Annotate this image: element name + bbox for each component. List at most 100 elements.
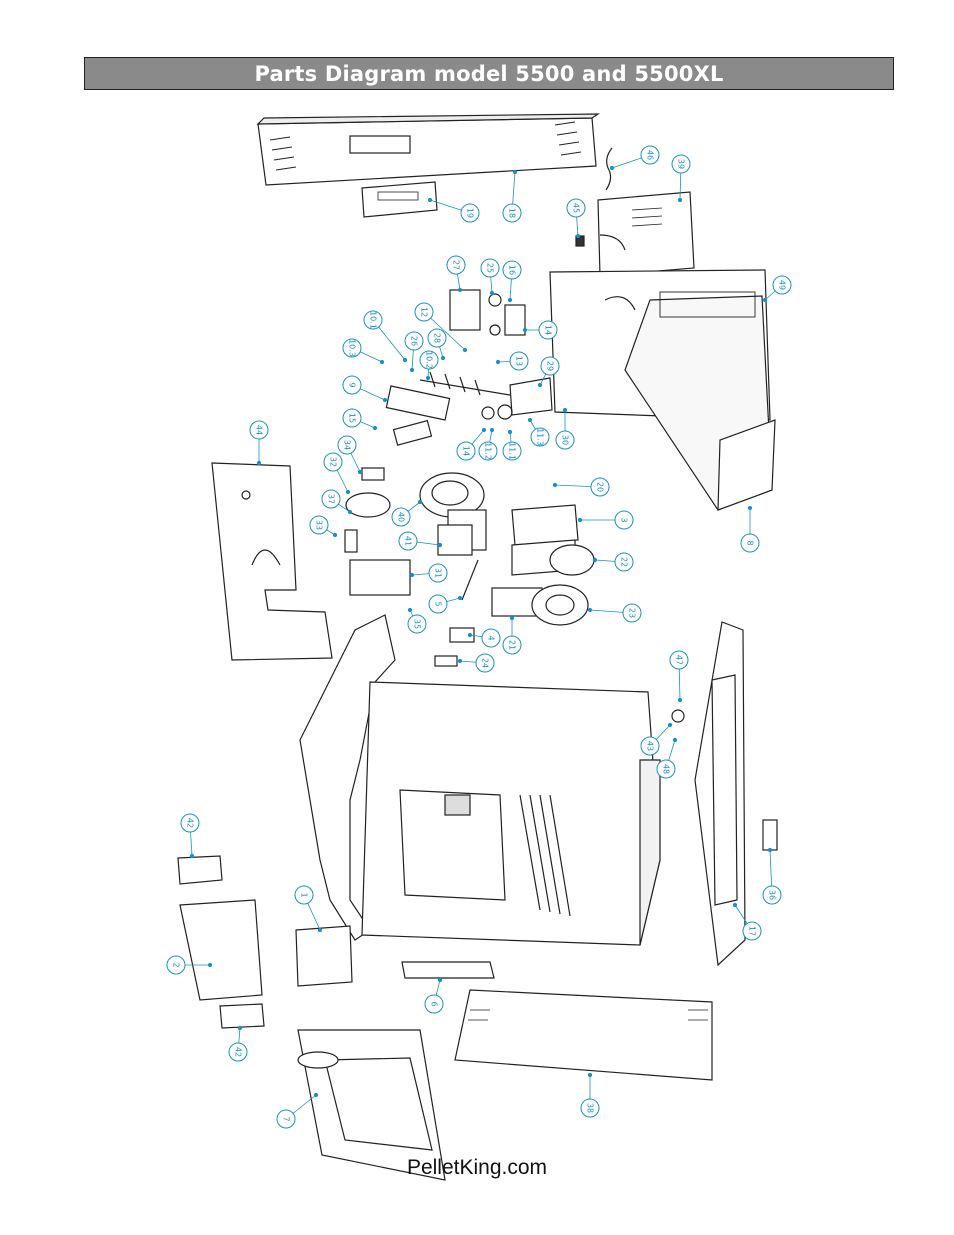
callout-arrowhead [522, 327, 528, 333]
callout-label: 37 [327, 494, 336, 504]
callout-arrowhead [207, 962, 213, 968]
callout-label: 8 [746, 540, 755, 545]
callout-label: 4 [487, 635, 496, 640]
callout-arrowhead [382, 397, 388, 403]
callout-arrowhead [587, 1072, 593, 1078]
callout-label: 9 [348, 382, 357, 387]
callout-circle [762, 885, 782, 905]
callout-label: 43 [646, 741, 655, 751]
control-board-part [361, 181, 438, 218]
hinge-part [671, 709, 685, 723]
door-frame-part [694, 621, 746, 967]
callout-label: 35 [413, 619, 422, 629]
callout-label: 34 [343, 440, 352, 450]
callout-arrowhead [457, 658, 463, 664]
callout-arrowhead [437, 977, 443, 983]
callout-label: 12 [420, 307, 429, 317]
callout-label: 17 [748, 926, 757, 936]
callout-circle [428, 594, 448, 614]
callout-circle [398, 531, 418, 551]
callout-circle [640, 736, 660, 756]
callout-arrowhead [317, 927, 323, 933]
callout-arrowhead [372, 425, 378, 431]
ash-plate-part [177, 855, 223, 885]
callout-circle [622, 603, 642, 623]
callout-circle [656, 759, 676, 779]
callout-label: 38 [586, 1103, 595, 1113]
callout-circle [337, 435, 357, 455]
callout-circle [428, 563, 448, 583]
callout-circle [481, 628, 501, 648]
callout-label: 23 [628, 608, 637, 618]
callout-arrowhead [256, 460, 262, 466]
callout-arrowhead [409, 572, 415, 578]
callout-arrowhead [677, 697, 683, 703]
callout-circle [323, 452, 343, 472]
callout-arrowhead [462, 347, 468, 353]
callout-label: 36 [768, 890, 777, 900]
callout-arrowhead [672, 737, 678, 743]
callout-arrowhead [467, 632, 473, 638]
callout-label: 44 [255, 425, 264, 435]
box-bracket-part [295, 925, 353, 987]
callout-arrowhead [409, 367, 415, 373]
callout-circle [419, 350, 439, 370]
callout-label: 15 [348, 413, 357, 423]
mount-plate-part [349, 559, 411, 596]
callout-arrowhead [732, 902, 738, 908]
callout-label: 26 [410, 336, 419, 346]
callout-label: 41 [404, 536, 413, 546]
hopper-lid-part [211, 462, 333, 661]
callout-circle [404, 331, 424, 351]
callout-circle [502, 441, 522, 461]
callout-label: 16 [508, 265, 517, 275]
callout-arrowhead [489, 290, 495, 296]
callout-label: 10.3 [348, 339, 357, 357]
callout-arrowhead [425, 375, 431, 381]
callout-arrowhead [457, 595, 463, 601]
callout-arrowhead [407, 607, 413, 613]
callout-label: 47 [675, 655, 684, 665]
callout-label: 7 [282, 1116, 291, 1121]
latch-part [762, 819, 778, 851]
callout-arrowhead [345, 489, 351, 495]
callout-circle [502, 635, 522, 655]
callout-circle [363, 310, 383, 330]
page-title: Parts Diagram model 5500 and 5500XL [254, 61, 724, 86]
callout-circle [669, 650, 689, 670]
callout-label: 32 [329, 457, 338, 467]
callout-arrowhead [237, 1025, 243, 1031]
callout-circle [480, 258, 500, 278]
callout-label: 30 [561, 435, 570, 445]
ash-pan-door-part [297, 1029, 446, 1181]
callout-arrowhead [512, 169, 518, 175]
callout-label: 42 [234, 1047, 243, 1057]
callout-circle [342, 375, 362, 395]
callout-arrowhead [507, 429, 513, 435]
callout-arrowhead [507, 297, 513, 303]
callout-arrowhead [677, 197, 683, 203]
callout-circle [540, 356, 560, 376]
callout-arrowhead [767, 847, 773, 853]
callout-label: 24 [481, 658, 490, 668]
callout-label: 19 [466, 208, 475, 218]
callout-label: 39 [677, 159, 686, 169]
callout-label: 11.3 [536, 428, 545, 446]
title-bar: Parts Diagram model 5500 and 5500XL [84, 57, 894, 90]
callout-circle [407, 614, 427, 634]
callout-arrowhead [587, 607, 593, 613]
callout-circle [446, 255, 466, 275]
callout-circle [671, 154, 691, 174]
callout-label: 33 [315, 520, 324, 530]
callout-arrowhead [747, 505, 753, 511]
firebox-part [549, 269, 776, 511]
callout-arrowhead [527, 417, 533, 423]
callout-label: 22 [620, 557, 629, 567]
callout-arrowhead [189, 853, 195, 859]
callout-arrowhead [762, 297, 768, 303]
callout-circle [309, 515, 329, 535]
callout-circle [740, 533, 760, 553]
callout-arrowhead [332, 532, 338, 538]
callout-circle [502, 203, 522, 223]
